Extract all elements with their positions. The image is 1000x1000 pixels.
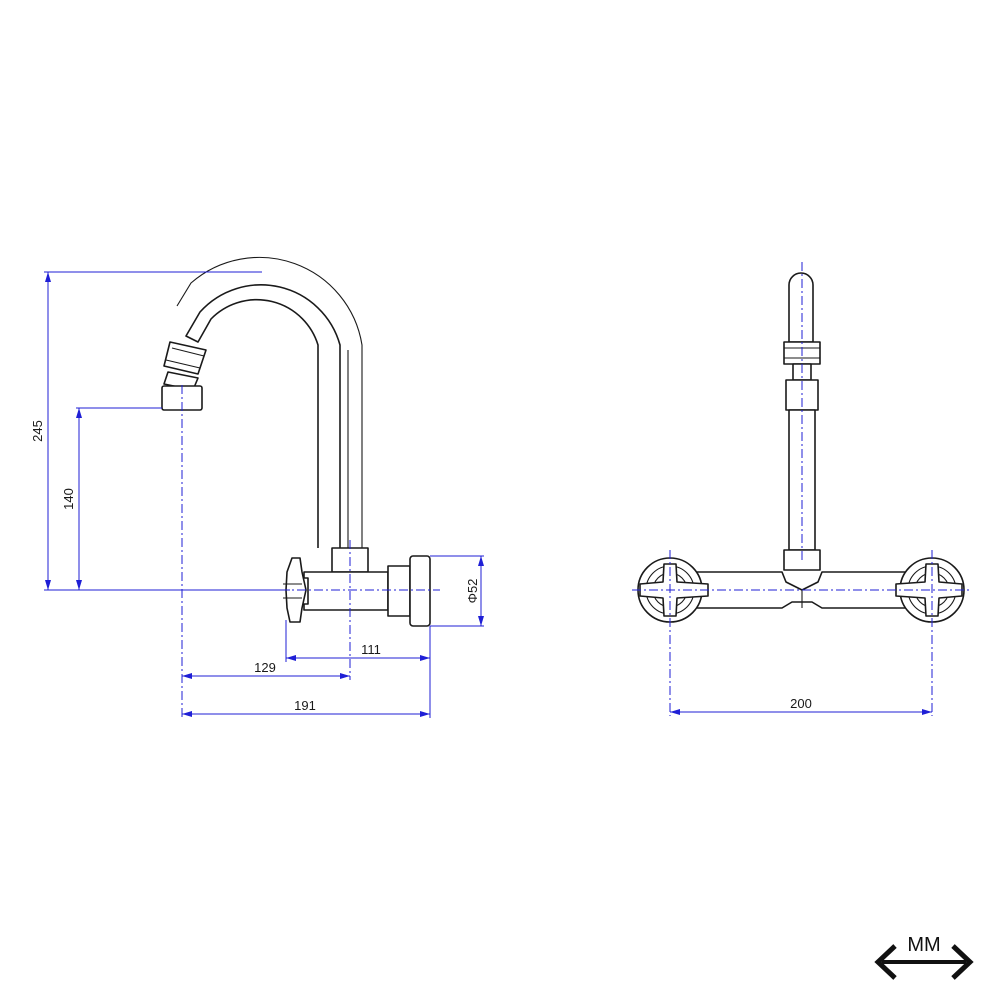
dim-body-depth: 111: [361, 642, 381, 657]
aerator-collar: [163, 341, 207, 375]
side-view: 245 140 Φ52 111 129 191: [30, 256, 484, 718]
spout-tube: [185, 284, 341, 548]
spout-tube-outer: [176, 256, 363, 548]
dim-outlet-depth: 129: [254, 660, 276, 675]
valve-body: [303, 571, 389, 611]
dim-diameter: Φ52: [465, 579, 480, 604]
dim-total-height: 245: [30, 420, 45, 442]
wall-flange: [409, 555, 431, 627]
units-label: MM: [907, 934, 940, 956]
wall-nut: [387, 565, 411, 617]
front-view: 200: [632, 262, 970, 716]
dim-center-width: 200: [790, 696, 812, 711]
dim-spout-height: 140: [61, 488, 76, 510]
front-spout-top: [788, 272, 814, 343]
dim-total-depth: 191: [294, 698, 316, 713]
double-arrow-icon: [874, 944, 974, 980]
units-badge: MM: [874, 934, 974, 980]
